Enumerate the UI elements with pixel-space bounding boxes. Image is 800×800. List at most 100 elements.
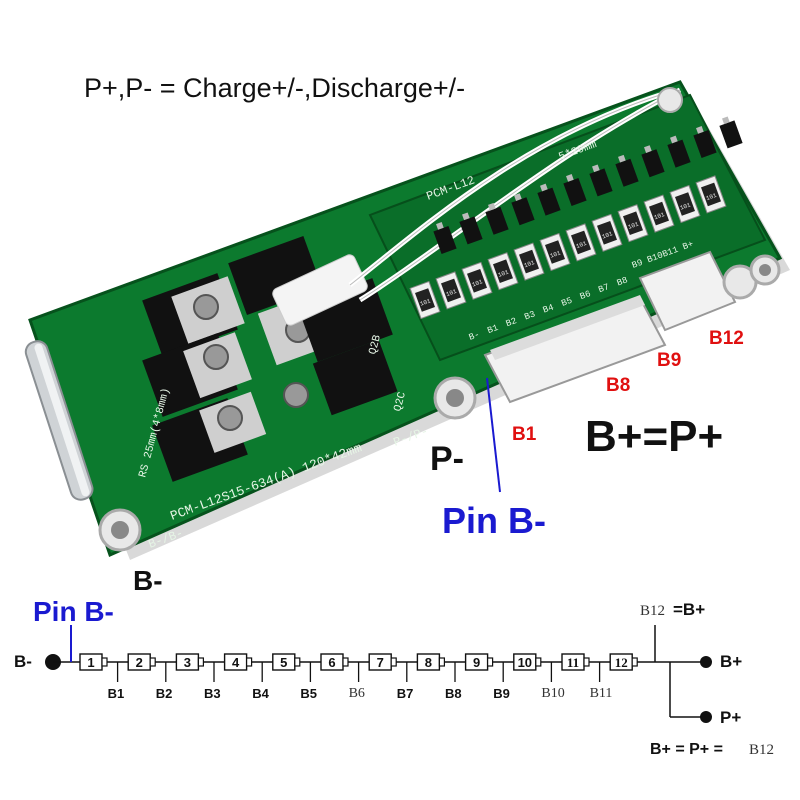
schematic-b-plus: B+ [720,652,743,671]
cell-number: 10 [518,655,532,670]
silk-q2b: Q2B [367,333,384,356]
tap-label: B5 [300,686,318,701]
resistor-code: 101 [575,240,588,250]
p-minus-label: P- [430,440,464,478]
cell-number: 12 [615,655,628,670]
resistor-code: 101 [549,249,562,259]
cell-number: 3 [184,655,191,670]
cell-number: 5 [280,655,287,670]
resistor-code: 101 [705,192,718,202]
schematic-b12-label: B12 [640,603,666,619]
smd-resistor: 101 [409,280,441,320]
resistor-code: 101 [627,220,640,230]
red-label-b8: B8 [606,375,631,396]
cell-number: 1 [87,655,94,670]
smd-resistor: 101 [487,252,519,291]
resistor-code: 101 [497,268,510,278]
b-minus-terminal-dot [45,654,61,670]
tap-label: B11 [589,686,613,701]
pin-b-minus-schematic-label: Pin B- [33,596,114,627]
shunt-resistor [24,340,94,501]
tap-label: B4 [252,686,269,701]
smd-transistor [667,135,691,168]
smd-transistor [563,174,587,207]
pcb-daughter [368,93,767,362]
smd-resistor: 101 [539,232,571,272]
connector-pin-label: B8 [616,275,630,288]
tap-label: B10 [541,686,565,701]
smd-transistor [511,193,535,226]
smd-transistor [433,222,457,255]
tap-label: B7 [396,686,414,701]
thermistor-wires [272,87,682,326]
balance-connector-1 [483,295,667,404]
red-label-b1: B1 [512,424,537,445]
smd-transistor [459,212,483,245]
battery-cell: 1 [79,653,108,671]
battery-cell: 7 [368,653,397,671]
tap-label: B8 [445,686,462,701]
smd-resistor: 101 [565,223,597,262]
bottom-equation: B+ = P+ = [650,741,723,758]
battery-cell: 10 [513,653,542,671]
pin-b-leader-line [486,377,501,493]
resistor-code: 101 [653,211,666,221]
connector-pin-label: B6 [579,289,593,302]
transistor-row [433,116,743,255]
smd-resistor: 101 [435,271,467,310]
red-label-b12: B12 [709,328,744,349]
b-plus-terminal-dot [700,656,712,668]
connector-pin-label: B- [468,330,482,343]
connector-pin-label: B4 [542,303,556,316]
connector-pin-label: B7 [597,282,611,295]
cell-number: 8 [425,655,432,670]
tap-label: B2 [155,686,173,701]
cell-number: 11 [567,655,579,670]
pin-b-minus-photo-label: Pin B- [442,500,546,541]
smd-transistor [589,164,613,197]
resistor-code: 101 [523,259,536,269]
b-plus-equals-p-plus: B+=P+ [585,412,724,461]
battery-cell: 6 [320,653,349,671]
b-minus-photo-label: B- [133,565,163,596]
smd-transistor [485,202,509,235]
smd-transistor [641,145,665,178]
schematic-b12-eq: =B+ [673,600,706,619]
cell-number: 6 [328,655,335,670]
resistor-code: 101 [445,288,458,298]
top-note: P+,P- = Charge+/-,Discharge+/- [84,73,466,103]
smd-resistor: 101 [695,175,727,214]
tap-label: B3 [204,686,221,701]
cell-number: 2 [136,655,143,670]
smd-resistor: 101 [669,184,701,224]
tap-label: B9 [493,686,510,701]
tap-label: B1 [107,686,125,701]
smd-resistor: 101 [461,261,493,300]
battery-cell: 9 [464,653,494,671]
smd-transistor [693,126,717,159]
smd-resistor: 101 [643,194,675,233]
resistor-code: 101 [601,230,614,240]
smd-resistor: 101 [617,204,649,243]
mounting-holes [98,87,781,552]
silk-q2c: Q2C [392,390,409,413]
resistor-code: 101 [471,278,484,288]
battery-cell: 8 [416,653,445,671]
smd-transistor [537,183,561,216]
bottom-equation-value: B12 [749,742,775,758]
cell-number: 4 [232,655,240,670]
connector-pin-label: B2 [505,316,519,329]
battery-cell: 3 [175,653,204,671]
resistor-code: 101 [419,297,432,307]
tap-label: B6 [348,686,365,701]
red-label-b9: B9 [657,350,682,371]
smd-resistor: 101 [591,213,623,252]
battery-cell: 4 [223,653,253,671]
battery-cell: 11 [561,653,590,671]
cell-number: 7 [377,655,384,670]
cell-number: 9 [473,655,480,670]
smd-transistor [615,154,639,187]
